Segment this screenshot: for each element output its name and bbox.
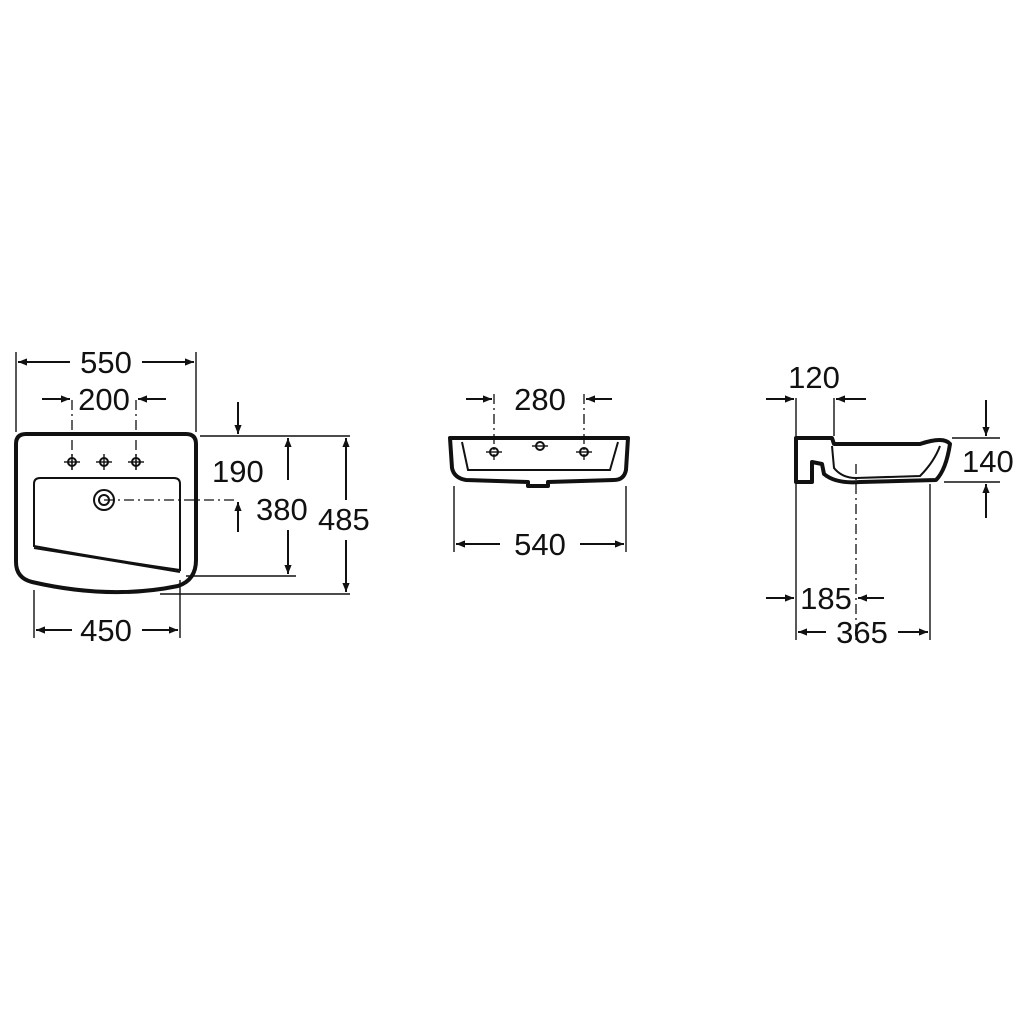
dim-drain-distance: 185 — [800, 581, 852, 616]
dim-side-overall-depth: 365 — [836, 615, 888, 650]
dim-wall-offset: 120 — [788, 360, 840, 395]
side-view: 120 140 185 365 — [766, 360, 1014, 650]
elevation-hole-center — [532, 441, 548, 451]
dim-bowl-depth: 380 — [256, 492, 308, 527]
basin-side-outline — [794, 436, 952, 485]
dim-overall-depth: 485 — [318, 502, 370, 537]
basin-elevation-outline — [448, 436, 630, 488]
dim-overall-width: 550 — [80, 345, 132, 380]
dim-elevation-width: 540 — [514, 527, 566, 562]
dim-drain-depth: 190 — [212, 454, 264, 489]
basin-side-bowl — [831, 445, 941, 480]
dim-tap-hole-spacing: 200 — [78, 382, 130, 417]
dim-hole-spacing: 280 — [514, 382, 566, 417]
elevation-view: 280 540 — [448, 382, 630, 562]
plan-view: 550 200 450 190 380 485 — [14, 345, 370, 648]
bowl-outline — [33, 477, 181, 572]
tap-hole-center — [96, 454, 112, 470]
bowl-front-curve — [33, 547, 181, 573]
dim-bowl-width: 450 — [80, 613, 132, 648]
basin-elevation-inner — [461, 441, 619, 471]
dim-height: 140 — [962, 444, 1014, 479]
basin-outline — [14, 432, 198, 595]
